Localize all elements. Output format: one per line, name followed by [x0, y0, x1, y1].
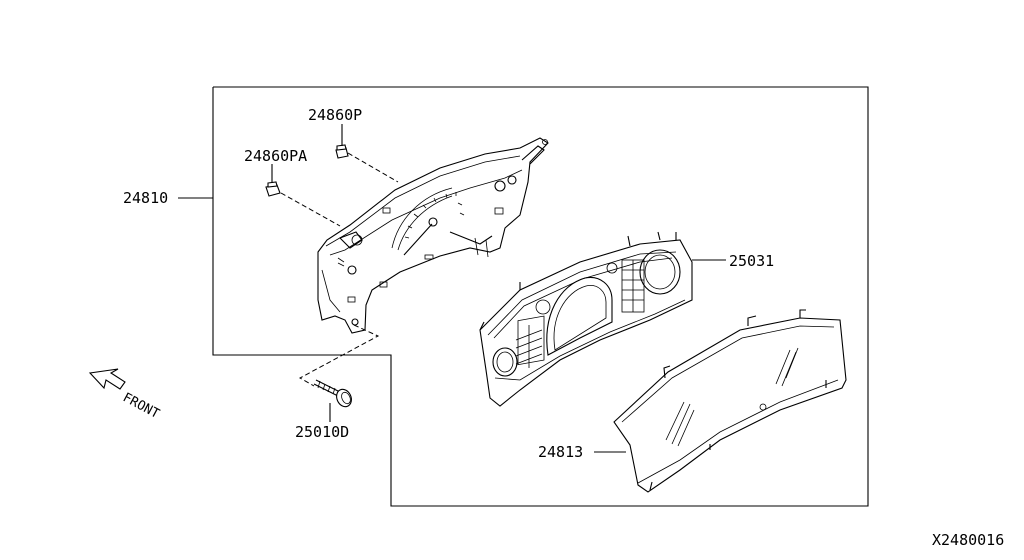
- leader-24810-inner: [213, 198, 322, 268]
- bulb-pa-dash: [280, 192, 341, 227]
- diagram-id: X2480016: [932, 531, 1004, 549]
- assembly-boundary: [212, 86, 869, 507]
- label-25031: 25031: [729, 252, 774, 270]
- screw-25010d: [313, 379, 352, 408]
- label-24813: 24813: [538, 443, 583, 461]
- label-25010d: 25010D: [295, 423, 349, 441]
- meter-finisher: [479, 231, 693, 407]
- screw-dash: [298, 324, 380, 387]
- label-24860pa: 24860PA: [244, 147, 307, 165]
- front-arrow-icon: [88, 368, 126, 390]
- front-label: FRONT: [120, 390, 162, 422]
- bulb-p-dash: [347, 152, 399, 183]
- bulb-24860p: [335, 144, 349, 159]
- label-24810: 24810: [123, 189, 168, 207]
- meter-lens: [613, 309, 847, 493]
- bulb-24860pa: [265, 181, 281, 197]
- combination-meter: [317, 137, 549, 334]
- label-24860p: 24860P: [308, 106, 362, 124]
